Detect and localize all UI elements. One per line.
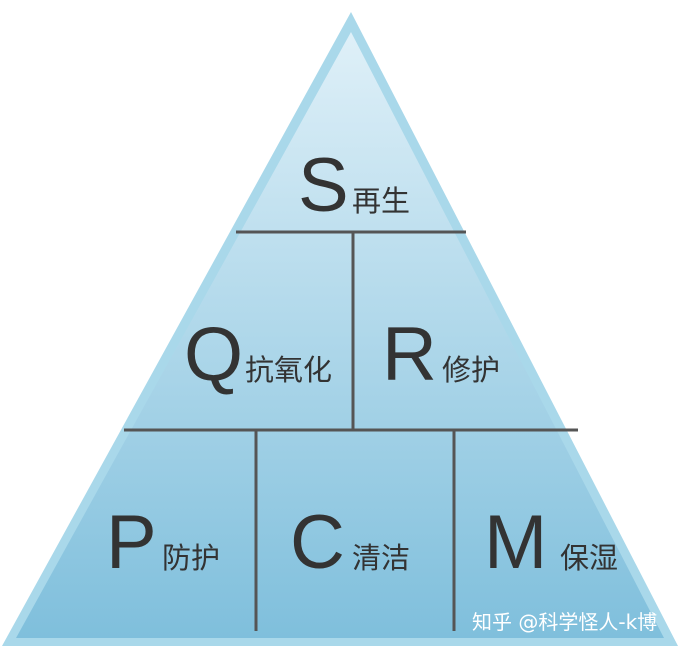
tier-m-label: 保湿 <box>560 541 618 575</box>
pyramid-body <box>16 32 664 638</box>
tier-c-letter: C <box>290 500 345 585</box>
tier-s-label: 再生 <box>352 184 410 218</box>
tier-q-letter: Q <box>184 312 243 397</box>
tier-r-label: 修护 <box>442 353 500 387</box>
tier-c-label: 清洁 <box>352 541 410 575</box>
tier-q-label: 抗氧化 <box>245 353 332 387</box>
tier-p-label: 防护 <box>162 541 220 575</box>
tier-r-letter: R <box>382 312 437 397</box>
tier-m-letter: M <box>484 500 547 585</box>
tier-p-letter: P <box>106 500 157 585</box>
tier-s-letter: S <box>298 143 349 228</box>
watermark-text: 知乎 @科学怪人-k博 <box>472 610 657 634</box>
